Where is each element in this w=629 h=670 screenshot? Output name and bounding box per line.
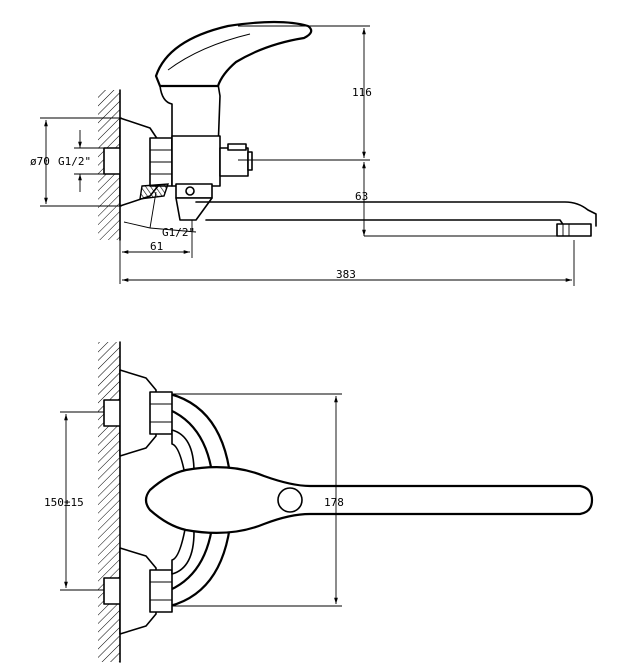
dim-height-label: 116 (352, 86, 372, 99)
dimensions-front (60, 393, 342, 607)
dim-spout-length-label: 383 (336, 268, 356, 281)
spout-side (195, 201, 597, 237)
lower-inlet (103, 547, 173, 635)
dim-center-distance-label: 150±15 (44, 496, 84, 509)
thread-outlet-label: G1/2" (162, 226, 195, 239)
lever-handle-front (144, 466, 594, 534)
dimensions-side (40, 25, 575, 286)
dim-spout-drop-label: 63 (355, 190, 368, 203)
eccentric-nut (139, 183, 169, 200)
wall-hatch-bottom (98, 342, 120, 662)
handle-hole (277, 487, 303, 513)
side-view: ø70 G1/2" 116 63 G1/2" 61 383 (30, 20, 597, 286)
upper-inlet (103, 369, 173, 457)
front-view: 150±15 178 (44, 341, 594, 663)
mixer-body (159, 83, 253, 221)
dim-spout-width-label: 178 (324, 496, 344, 509)
dim-flange-diameter: ø70 (30, 155, 50, 168)
lever-handle-side (154, 20, 313, 88)
dim-eccentric-label: 61 (150, 240, 163, 253)
thread-inlet-label: G1/2" (58, 155, 91, 168)
